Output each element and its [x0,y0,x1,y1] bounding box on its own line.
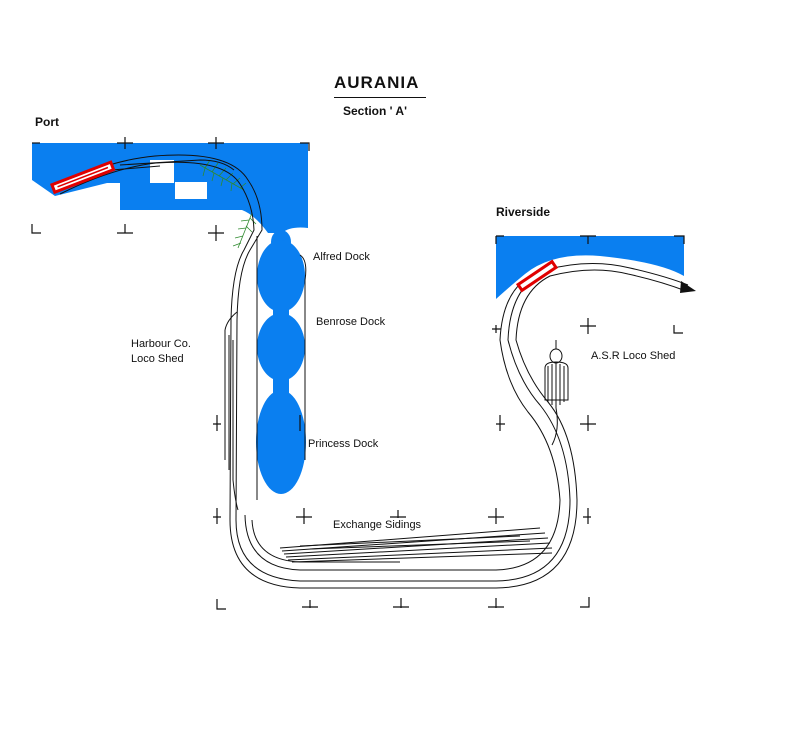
rolling-stock [49,160,559,293]
port-quay-block [150,160,174,183]
alfred-dock-basin [257,240,305,312]
riverside-terminus-arrow [680,281,696,293]
princess-dock-basin [256,390,306,494]
port-quay-block-2 [175,182,207,199]
diagram-subtitle: Section ' A' [343,104,407,118]
riverside-water [496,236,684,299]
princess-dock-label: Princess Dock [308,438,379,450]
dock-link-1 [273,300,289,324]
port-label: Port [35,115,59,129]
benrose-dock-label: Benrose Dock [316,316,386,328]
title-underline [334,97,426,98]
track [54,154,689,589]
grid-markers [31,137,685,610]
vegetation [199,159,257,249]
main-line-inner [59,161,687,589]
harbour-shed-label-line2: Loco Shed [131,353,184,365]
riverside-train [515,259,559,293]
alfred-dock-label: Alfred Dock [313,251,370,263]
asr-loco-shed-label: A.S.R Loco Shed [591,350,676,362]
main-line-outer [54,154,689,582]
diagram-title: AURANIA [334,73,420,92]
benrose-dock-basin [257,313,305,381]
harbour-shed-label-line1: Harbour Co. [131,338,191,350]
riverside-label: Riverside [496,205,551,219]
port-train [49,160,116,195]
exchange-sidings-label: Exchange Sidings [333,519,422,531]
